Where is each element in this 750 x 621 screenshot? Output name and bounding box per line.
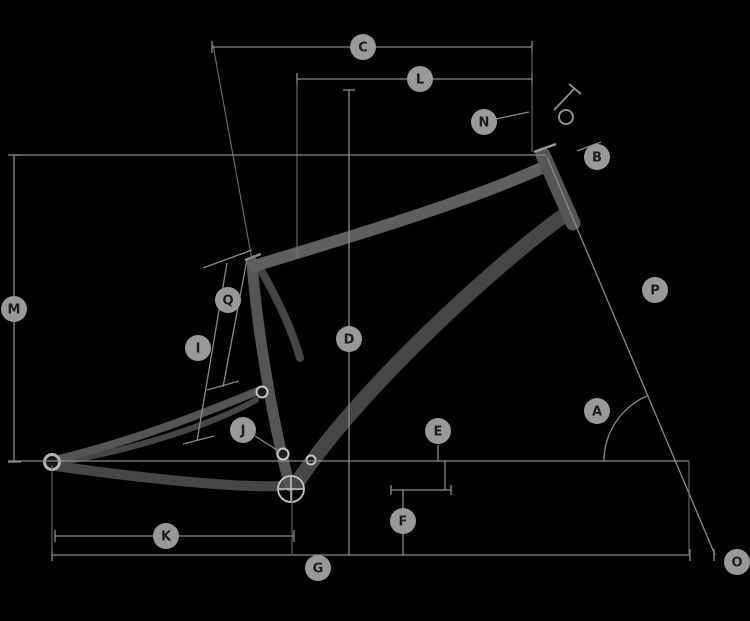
svg-text:B: B [592, 151, 602, 166]
seat-clamp-rim [244, 252, 262, 262]
bottom-bracket-marker [277, 475, 305, 503]
dimension-lines [8, 41, 716, 561]
seat-tube [246, 256, 296, 492]
remote-lever-icon [553, 83, 582, 125]
shock-strut [258, 268, 304, 362]
labels: C L N B M Q I D P A J E F K G O [1, 34, 750, 581]
label-badge-q: Q [215, 287, 241, 313]
svg-text:N: N [479, 116, 490, 131]
label-badge-i: I [185, 335, 211, 361]
svg-text:C: C [358, 41, 368, 56]
dim-a-angle-arc [603, 395, 648, 462]
svg-text:J: J [240, 424, 246, 439]
svg-text:D: D [344, 333, 355, 348]
label-badge-j: J [230, 417, 256, 443]
svg-text:A: A [592, 405, 602, 420]
rocker-pivot [255, 385, 269, 399]
label-badge-m: M [1, 296, 27, 322]
label-badge-g: G [305, 555, 331, 581]
chainstay-pivot [305, 454, 317, 466]
top-tube [248, 160, 552, 272]
label-badge-n: N [471, 109, 497, 135]
dim-j-pointer [254, 435, 281, 453]
svg-text:L: L [416, 73, 424, 88]
svg-text:F: F [399, 515, 408, 530]
label-badge-d: D [336, 326, 362, 352]
ext-seattube-axis [212, 44, 253, 261]
down-tube [289, 206, 574, 491]
chain-stay [51, 461, 287, 492]
label-badge-a: A [584, 398, 610, 424]
label-badge-f: F [390, 508, 416, 534]
head-tube [535, 147, 581, 231]
label-badge-o: O [724, 549, 750, 575]
dim-p-steering-axis [546, 156, 716, 556]
bike-frame [43, 83, 582, 503]
svg-text:P: P [650, 284, 660, 299]
seat-stay [53, 397, 259, 466]
svg-text:Q: Q [222, 294, 233, 309]
dim-n-pointer [495, 111, 530, 120]
label-badge-k: K [153, 523, 179, 549]
dim-g [51, 549, 715, 561]
dim-d [343, 89, 355, 555]
label-badge-p: P [642, 277, 668, 303]
label-badge-e: E [425, 418, 451, 444]
dim-f [390, 461, 452, 555]
seat-stay-upper [51, 387, 262, 464]
label-badge-b: B [584, 144, 610, 170]
head-tube-rim [533, 142, 557, 154]
svg-text:E: E [434, 425, 443, 440]
svg-text:I: I [196, 342, 201, 357]
svg-text:K: K [161, 530, 172, 545]
svg-text:M: M [8, 303, 21, 318]
svg-text:G: G [313, 562, 324, 577]
label-badge-c: C [350, 34, 376, 60]
svg-text:O: O [731, 556, 742, 571]
lower-pivot [276, 447, 290, 461]
label-badge-l: L [407, 66, 433, 92]
dim-b-tick [576, 141, 602, 152]
